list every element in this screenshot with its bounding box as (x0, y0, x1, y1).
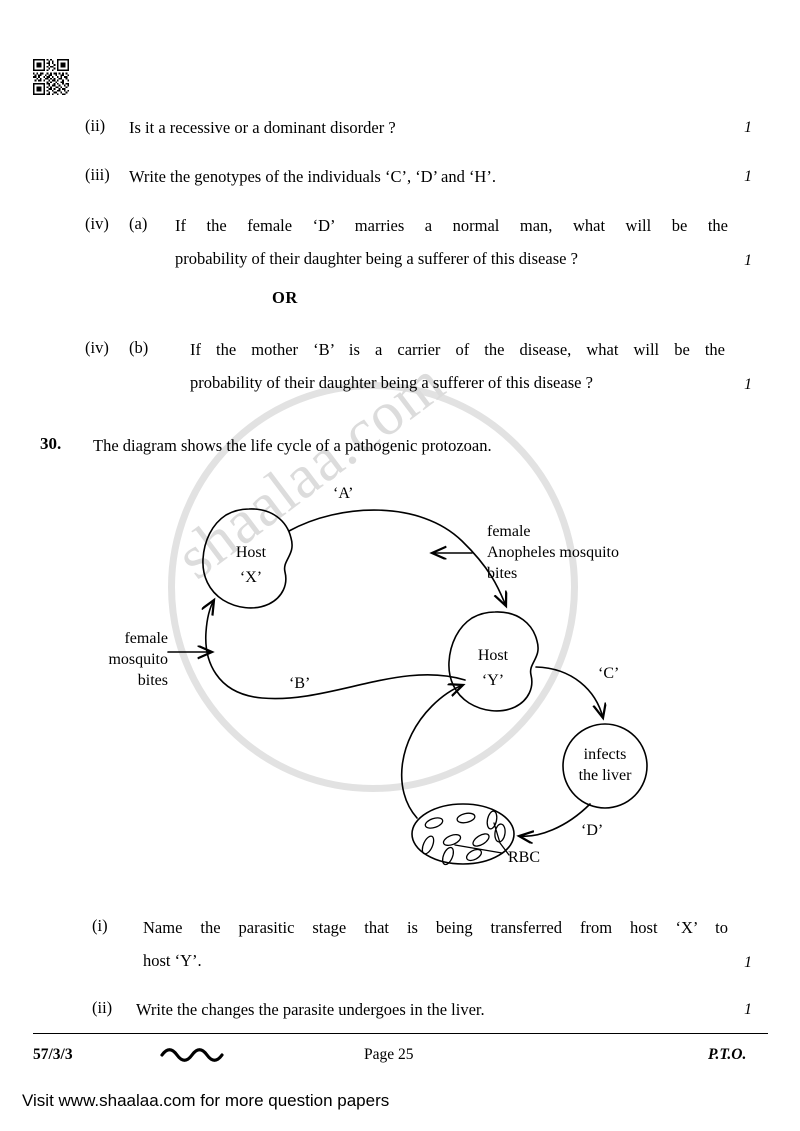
question-number: (iv) (85, 338, 109, 357)
question-number: 30. (40, 434, 62, 453)
rbc-to-host-y-arrow (400, 685, 463, 819)
host-y-label-line2: ‘Y’ (481, 672, 505, 689)
question-text: Write the genotypes of the individuals ‘… (129, 167, 496, 186)
question-sub-number: (b) (129, 338, 149, 357)
rbc-leader-line (493, 822, 510, 856)
marks-value: 1 (744, 954, 752, 971)
rbc-label: RBC (508, 849, 541, 866)
question-text: The diagram shows the life cycle of a pa… (93, 436, 492, 455)
wavy-divider-icon (160, 1046, 230, 1067)
question-number: (iv) (85, 214, 109, 233)
question-number: (i) (92, 916, 108, 935)
liver-label-line1: infects (583, 746, 627, 763)
visit-note: Visit www.shaalaa.com for more question … (22, 1091, 390, 1110)
edge-label-b: ‘B’ (289, 675, 311, 692)
question-row-30-ii: (ii) Write the changes the parasite unde… (92, 995, 485, 1025)
left-note-line2: mosquito (108, 651, 168, 668)
marks-value: 1 (744, 168, 752, 185)
question-row-30-i: (i) (92, 913, 136, 939)
question-text-line1: If the female ‘D’ marries a normal man, … (175, 216, 728, 235)
pto-label: P.T.O. (708, 1046, 747, 1063)
edge-d-arrow (519, 803, 591, 836)
edge-c-arrow (535, 666, 603, 718)
edge-b-arrow (206, 600, 466, 700)
host-y-label-line1: Host (477, 647, 509, 664)
left-note-line1: female (124, 630, 168, 647)
rbc-leader-line-2 (454, 844, 503, 854)
marks-value: 1 (744, 252, 752, 269)
question-sub-number: (a) (129, 214, 148, 233)
marks-value: 1 (744, 376, 752, 393)
marks-value: 1 (744, 119, 752, 136)
question-number: (iii) (85, 165, 110, 184)
paper-code: 57/3/3 (33, 1046, 73, 1063)
or-divider: OR (272, 288, 298, 307)
question-text-line2: probability of their daughter being a su… (190, 373, 593, 392)
qr-code-icon (33, 59, 69, 95)
footer-divider (33, 1033, 768, 1034)
question-row-ii: (ii) Is it a recessive or a dominant dis… (85, 113, 685, 143)
rbc-cells (421, 810, 506, 866)
question-row-iv-a: (iv) (a) (85, 211, 175, 237)
page-label: Page 25 (364, 1046, 414, 1063)
rbc-ellipse (411, 803, 515, 865)
left-note-line3: bites (137, 672, 168, 689)
question-text-line2: host ‘Y’. (143, 951, 202, 970)
question-number: (ii) (92, 998, 113, 1017)
question-number: (ii) (85, 116, 106, 135)
liver-label-line2: the liver (578, 767, 632, 784)
host-x-label-line2: ‘X’ (239, 569, 263, 586)
right-note-line2: Anopheles mosquito (487, 544, 619, 561)
edge-label-d: ‘D’ (581, 822, 604, 839)
question-text: Is it a recessive or a dominant disorder… (129, 118, 396, 137)
question-text-line2: probability of their daughter being a su… (175, 249, 578, 268)
edge-label-a: ‘A’ (333, 485, 354, 502)
question-text-line1: If the mother ‘B’ is a carrier of the di… (190, 340, 725, 359)
marks-value: 1 (744, 1001, 752, 1018)
edge-a-arrow (288, 509, 506, 606)
question-row-iii: (iii) Write the genotypes of the individ… (85, 162, 685, 192)
question-text-line1: Name the parasitic stage that is being t… (143, 918, 728, 937)
right-note-line3: bites (487, 565, 518, 582)
question-text: Write the changes the parasite undergoes… (136, 1000, 485, 1019)
host-x-label-line1: Host (235, 544, 267, 561)
question-row-30: 30. The diagram shows the life cycle of … (40, 431, 492, 461)
question-row-iv-b: (iv) (b) (85, 335, 175, 361)
right-note-line1: female (487, 523, 531, 540)
edge-label-c: ‘C’ (598, 665, 620, 682)
